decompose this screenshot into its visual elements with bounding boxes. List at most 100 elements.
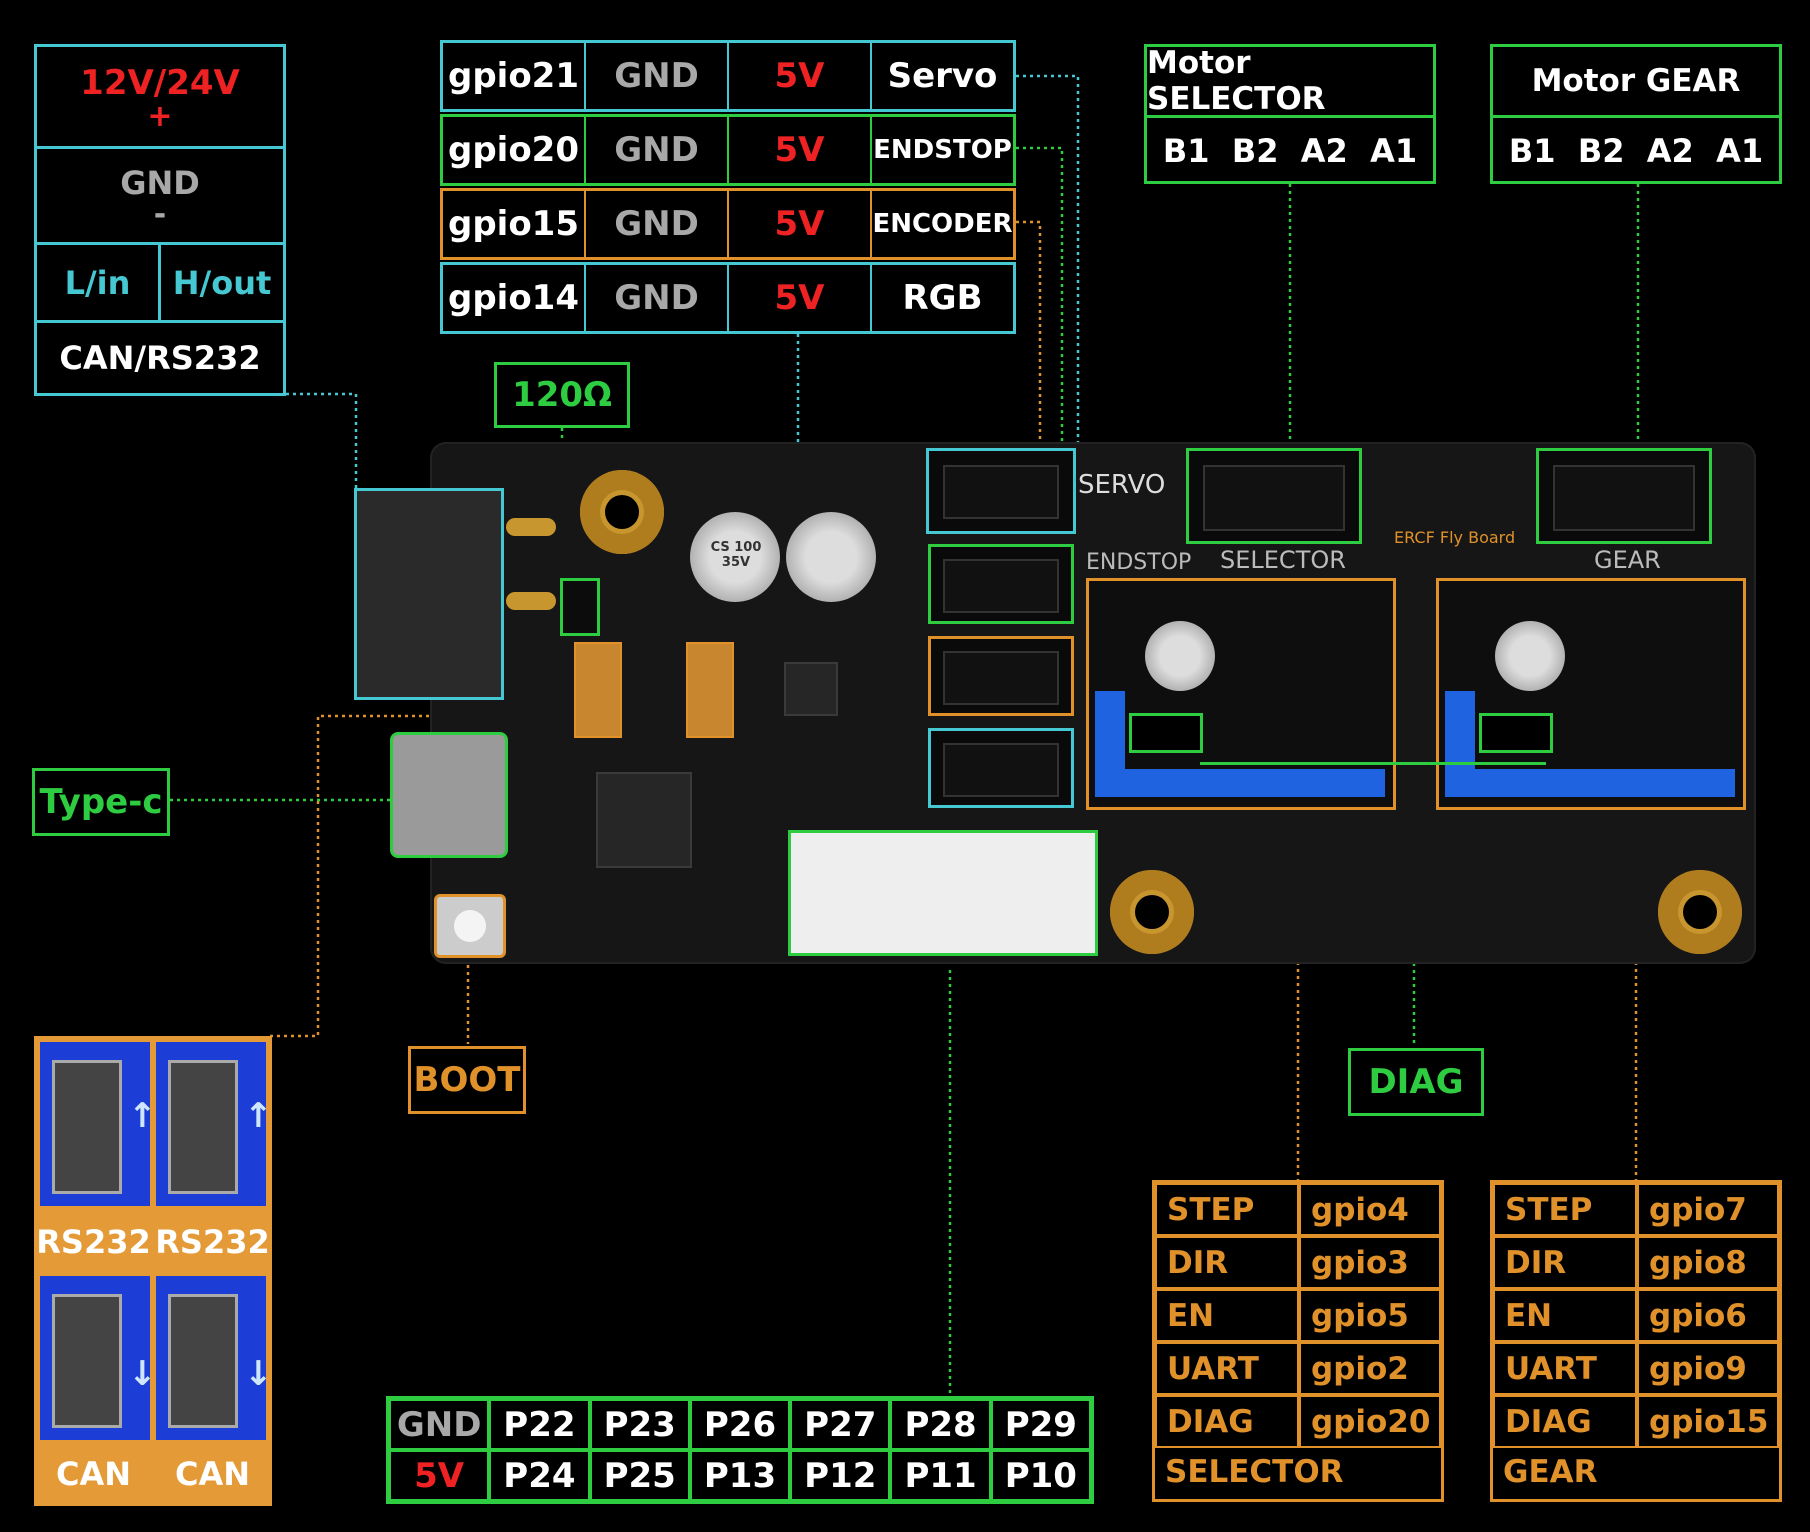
- diag-jumper: [1479, 713, 1553, 753]
- gear-motor-port[interactable]: [1536, 448, 1712, 544]
- func-cell: ENCODER: [872, 209, 1013, 239]
- header-pin: P11: [890, 1450, 991, 1501]
- gear-pin-table: STEP gpio7 DIR gpio8 EN gpio6 UART gpio9…: [1490, 1180, 1782, 1502]
- header-pin: P23: [589, 1399, 690, 1450]
- pin-func: UART: [1493, 1342, 1637, 1395]
- switch-down-2: [156, 1276, 266, 1440]
- pin-func: DIAG: [1493, 1395, 1637, 1448]
- plus-label: +: [147, 98, 173, 134]
- gpio-cell: gpio20: [443, 117, 586, 183]
- pin-gpio: gpio6: [1637, 1289, 1779, 1342]
- gnd-cell: GND: [586, 43, 729, 109]
- terminal-pin: [506, 518, 556, 536]
- silk-selector: SELECTOR: [1220, 546, 1346, 574]
- rgb-port[interactable]: [928, 728, 1074, 808]
- minus-label: -: [153, 196, 167, 232]
- can-label: CAN: [174, 1455, 251, 1493]
- gpio-row-rgb: gpio14 GND 5V RGB: [440, 262, 1016, 334]
- diag-label: DIAG: [1348, 1048, 1484, 1116]
- endstop-port[interactable]: [928, 544, 1074, 624]
- dip-switch-legend: ↑ ↑ RS232 RS232 ↓ ↓ CAN CAN: [34, 1036, 273, 1506]
- header-pin: P28: [890, 1399, 991, 1450]
- header-pin: P13: [689, 1450, 791, 1501]
- power-wire: [286, 392, 358, 490]
- lin-label: L/in: [37, 245, 161, 323]
- rs232-label: RS232: [155, 1223, 270, 1261]
- switch-wire: [270, 714, 560, 1038]
- resistor-jumper: [560, 578, 600, 636]
- pcb-board: SERVO ENDSTOP SELECTOR GEAR ERCF Fly Boa…: [354, 442, 1756, 964]
- header-pin: P29: [990, 1399, 1091, 1450]
- gpio-cell: gpio14: [443, 265, 586, 331]
- gnd-cell: GND: [586, 191, 729, 257]
- gnd-label: GND: [120, 163, 200, 202]
- switch-down-1: [40, 1276, 150, 1440]
- switch-up-1: [40, 1042, 150, 1206]
- func-cell: Servo: [887, 56, 998, 96]
- mounting-hole: [580, 470, 664, 554]
- 5v-cell: 5V: [729, 117, 872, 183]
- pin-gpio: gpio7: [1637, 1183, 1779, 1236]
- diag-jumper: [1129, 713, 1203, 753]
- pin-func: STEP: [1493, 1183, 1637, 1236]
- capacitor: [690, 512, 780, 602]
- capacitor: [786, 512, 876, 602]
- terminal-pin: [506, 592, 556, 610]
- boot-button[interactable]: [434, 894, 506, 958]
- pin-func: EN: [1155, 1289, 1299, 1342]
- 5v-cell: 5V: [729, 191, 872, 257]
- motor-gear-title: Motor GEAR: [1493, 47, 1779, 118]
- rs232-label: RS232: [36, 1223, 151, 1261]
- pin-func: DIR: [1493, 1236, 1637, 1289]
- header-pin: P12: [790, 1450, 891, 1501]
- gpio-cell: gpio15: [443, 191, 586, 257]
- expansion-header[interactable]: [788, 830, 1098, 956]
- pin-gpio: gpio8: [1637, 1236, 1779, 1289]
- gpio-table: gpio21 GND 5V Servo gpio20 GND 5V ENDSTO…: [440, 40, 1016, 334]
- header-pin: 5V: [389, 1450, 490, 1501]
- header-pin: P26: [689, 1399, 791, 1450]
- pin-gpio: gpio20: [1299, 1395, 1441, 1448]
- 5v-cell: 5V: [729, 43, 872, 109]
- pin-gpio: gpio4: [1299, 1183, 1441, 1236]
- bus-label: CAN/RS232: [59, 339, 261, 377]
- servo-port[interactable]: [926, 448, 1076, 534]
- pin-gpio: gpio5: [1299, 1289, 1441, 1342]
- servo-wire: [1016, 74, 1080, 500]
- header-pin: P22: [489, 1399, 590, 1450]
- func-cell: RGB: [902, 278, 983, 318]
- gpio-cell: gpio21: [443, 43, 586, 109]
- motor-selector-pins: B1 B2 A2 A1: [1162, 132, 1418, 170]
- pin-func: STEP: [1155, 1183, 1299, 1236]
- pin-gpio: gpio3: [1299, 1236, 1441, 1289]
- diag-link-line: [1200, 762, 1546, 765]
- silk-endstop: ENDSTOP: [1086, 550, 1192, 575]
- typec-label: Type-c: [32, 768, 170, 836]
- gpio-row-encoder: gpio15 GND 5V ENCODER: [440, 188, 1016, 260]
- gnd-cell: GND: [586, 265, 729, 331]
- header-pin: P25: [589, 1450, 690, 1501]
- mounting-hole: [1658, 870, 1742, 954]
- pin-func: DIR: [1155, 1236, 1299, 1289]
- pin-func: UART: [1155, 1342, 1299, 1395]
- cap-text: CS 100 35V: [710, 540, 762, 570]
- arrow-down-icon: ↓: [128, 1354, 157, 1394]
- header-pin: P27: [790, 1399, 891, 1450]
- driver-chip: [784, 662, 838, 716]
- pin-gpio: gpio2: [1299, 1342, 1441, 1395]
- pin-gpio: gpio15: [1637, 1395, 1779, 1448]
- selector-motor-port[interactable]: [1186, 448, 1362, 544]
- boot-label: BOOT: [408, 1046, 526, 1114]
- selector-pin-table: STEP gpio4 DIR gpio3 EN gpio5 UART gpio2…: [1152, 1180, 1444, 1502]
- header-pin: P10: [990, 1450, 1091, 1501]
- encoder-port[interactable]: [928, 636, 1074, 716]
- arrow-up-icon: ↑: [128, 1096, 157, 1136]
- typec-port[interactable]: [390, 732, 508, 858]
- header-pin-table: GND P22 P23 P26 P27 P28 P29 5V P24 P25 P…: [386, 1396, 1094, 1504]
- mcu-chip: [596, 772, 692, 868]
- endstop-wire: [1016, 146, 1064, 540]
- pin-gpio: gpio9: [1637, 1342, 1779, 1395]
- power-connector-legend: 12V/24V + GND - L/in H/out CAN/RS232: [34, 44, 286, 396]
- silk-brand: ERCF Fly Board: [1394, 528, 1516, 547]
